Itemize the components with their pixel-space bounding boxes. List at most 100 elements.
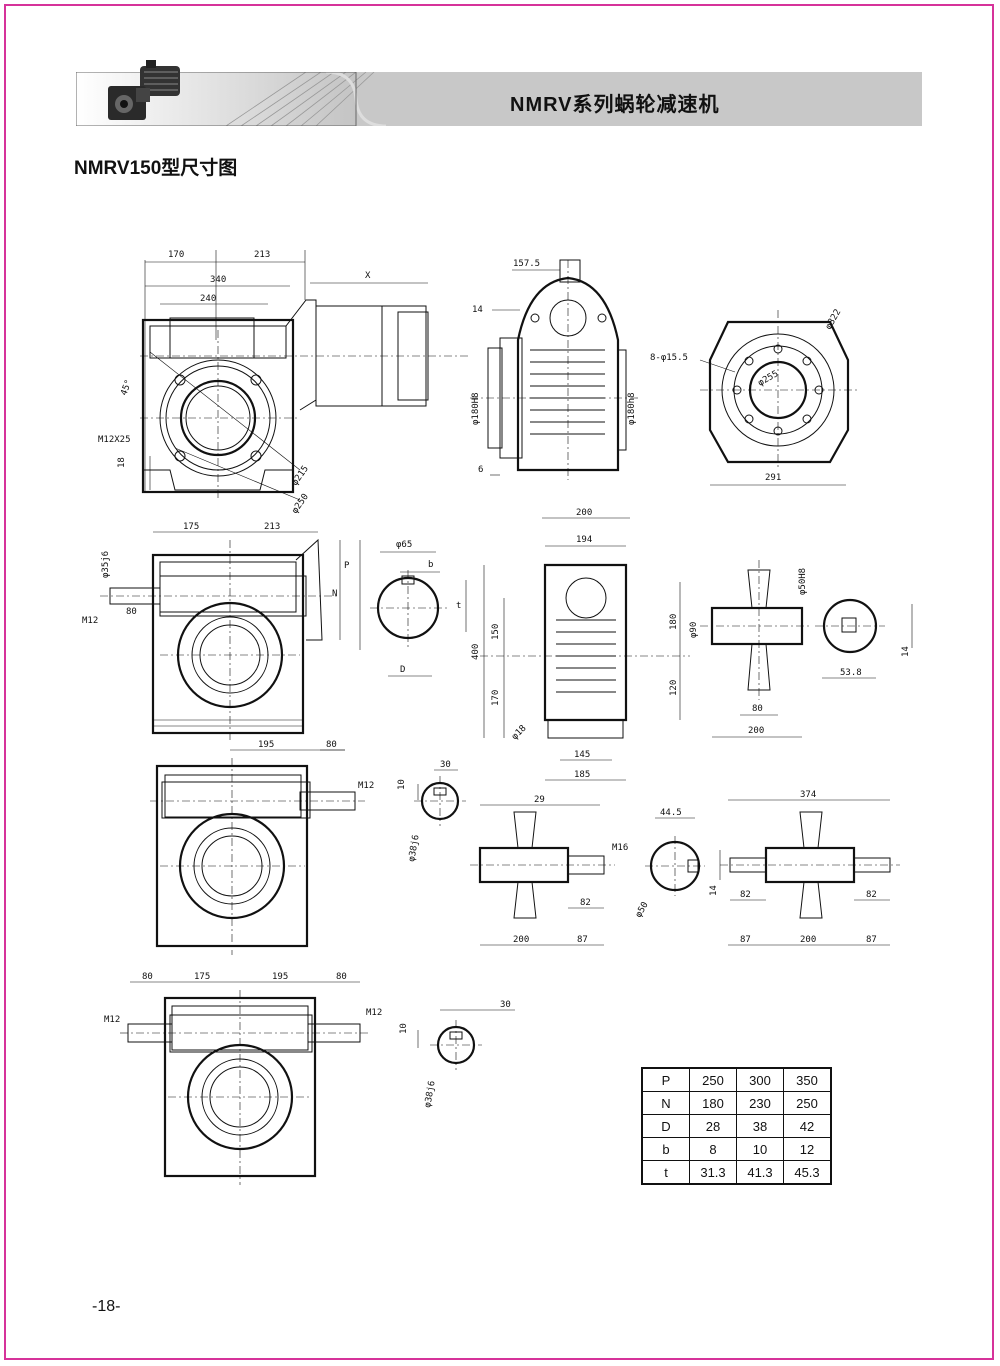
table-cell: 8: [689, 1137, 737, 1161]
dimension-label: 200: [748, 726, 764, 736]
view-side: 157.5 14 φ180H8 φ180h8 6: [470, 259, 640, 480]
table-row: D 28 38 42: [641, 1114, 832, 1138]
dimension-label: 44.5: [660, 808, 682, 818]
dimension-label: X: [365, 271, 371, 281]
dimension-label: N: [332, 589, 337, 599]
view-rear-side: 200 194 400 150 170 180 120 φ18 145 185: [471, 508, 690, 781]
dimension-label: M12: [366, 1008, 382, 1018]
dimension-label: P: [344, 561, 350, 571]
table-cell: 350: [783, 1067, 832, 1092]
dimension-label: 87: [866, 935, 877, 945]
table-cell: 45.3: [783, 1160, 832, 1185]
dimension-label: 195: [258, 740, 274, 750]
table-row: P 250 300 350: [641, 1067, 832, 1092]
dimension-label: 157.5: [513, 259, 540, 269]
table-cell: 42: [783, 1114, 832, 1138]
page-number: -18-: [92, 1298, 121, 1315]
dimension-label: 80: [336, 972, 347, 982]
dimension-label: φ90: [689, 622, 699, 638]
dimension-label: 82: [740, 890, 751, 900]
dimension-label: 170: [168, 250, 184, 260]
table-cell-key: N: [641, 1091, 690, 1115]
table-cell-key: b: [641, 1137, 690, 1161]
dimension-label: 14: [709, 885, 719, 896]
table-cell: 41.3: [736, 1160, 784, 1185]
view-flange: 8-φ15.5 φ322 φ255 291: [650, 308, 860, 486]
dimension-label: 145: [574, 750, 590, 760]
dimension-label: φ180h8: [627, 392, 637, 425]
dimension-label: 80: [126, 607, 137, 617]
dimension-label: 180: [669, 614, 679, 630]
table-cell-key: t: [641, 1160, 690, 1185]
table-cell: 28: [689, 1114, 737, 1138]
dimension-label: 185: [574, 770, 590, 780]
dimension-label: 10: [399, 1023, 409, 1034]
dimension-label: b: [428, 560, 433, 570]
view-front-with-motor: 170 213 X 340 240 45° M12X25 18 φ215 φ25…: [98, 250, 470, 516]
header-title: NMRV系列蜗轮减速机: [510, 94, 720, 116]
dimension-label: 200: [800, 935, 816, 945]
dimension-label: 194: [576, 535, 592, 545]
dimension-label: φ50H8: [798, 568, 808, 595]
table-row: N 180 230 250: [641, 1091, 832, 1115]
dimension-label: 87: [577, 935, 588, 945]
dimension-label: 175: [194, 972, 210, 982]
view-shaft-end: 44.5 φ50 14: [634, 808, 721, 920]
dimension-label: 14: [472, 305, 483, 315]
dimension-label: 45°: [119, 378, 134, 397]
dimension-label: φ50: [634, 900, 651, 919]
dimension-label: φ250: [290, 492, 311, 516]
dimension-label: 195: [272, 972, 288, 982]
table-cell: 300: [736, 1067, 784, 1092]
table-cell-key: D: [641, 1114, 690, 1138]
dimension-label: φ65: [396, 540, 412, 550]
table-cell: 250: [689, 1067, 737, 1092]
dimension-label: φ322: [824, 308, 844, 332]
table-cell: 180: [689, 1091, 737, 1115]
table-row: b 8 10 12: [641, 1137, 832, 1161]
view-keyed-bore: φ65 b t D: [370, 540, 467, 677]
dimension-label: M12: [358, 781, 374, 791]
view-section-shaft-right: 195 80 M12: [150, 740, 374, 955]
dimension-label: 175: [183, 522, 199, 532]
dimension-label: 80: [142, 972, 153, 982]
view-hollow-shaft: φ50H8 φ90 80 200 53.8 14: [689, 560, 913, 738]
dimension-label: 10: [397, 779, 407, 790]
dimension-label: 240: [200, 294, 216, 304]
dimension-label: D: [400, 665, 405, 675]
table-row: t 31.3 41.3 45.3: [641, 1160, 832, 1185]
table-cell: 31.3: [689, 1160, 737, 1185]
dimension-label: M12: [104, 1015, 120, 1025]
dimension-label: 87: [740, 935, 751, 945]
dimension-label: 18: [117, 457, 127, 468]
view-double-shaft: 374 82 82 87 200 87: [720, 790, 900, 946]
dimension-label: 200: [576, 508, 592, 518]
page-title: NMRV150型尺寸图: [74, 158, 238, 179]
dimension-label: 213: [264, 522, 280, 532]
dimension-label: 80: [752, 704, 763, 714]
dimension-label: 150: [491, 624, 501, 640]
dimension-label: φ38j6: [407, 834, 422, 862]
table-cell: 230: [736, 1091, 784, 1115]
view-top-section: φ35j6 175 213 P N 80 M12: [82, 522, 361, 740]
table-cell: 38: [736, 1114, 784, 1138]
dimension-label: φ35j6: [101, 551, 111, 578]
dimension-label: 8-φ15.5: [650, 353, 688, 363]
spec-table: P 250 300 350 N 180 230 250 D 28 38 42 b…: [641, 1067, 832, 1185]
dimension-label: 170: [491, 690, 501, 706]
view-shaft-key-1: 30 10 φ38j6: [397, 760, 466, 863]
dimension-label: φ38j6: [423, 1080, 438, 1108]
dimension-label: 14: [901, 646, 911, 657]
view-shaft-key-2: 30 10 φ38j6: [399, 1000, 515, 1109]
dimension-label: M12X25: [98, 435, 131, 445]
dimension-label: 400: [471, 644, 481, 660]
dimension-label: 53.8: [840, 668, 862, 678]
dimension-label: 30: [500, 1000, 511, 1010]
table-cell: 250: [783, 1091, 832, 1115]
table-cell: 12: [783, 1137, 832, 1161]
gearmotor-photo: [108, 60, 180, 120]
dimension-label: φ180H8: [471, 392, 481, 425]
dimension-label: 80: [326, 740, 337, 750]
dimension-label: 30: [440, 760, 451, 770]
